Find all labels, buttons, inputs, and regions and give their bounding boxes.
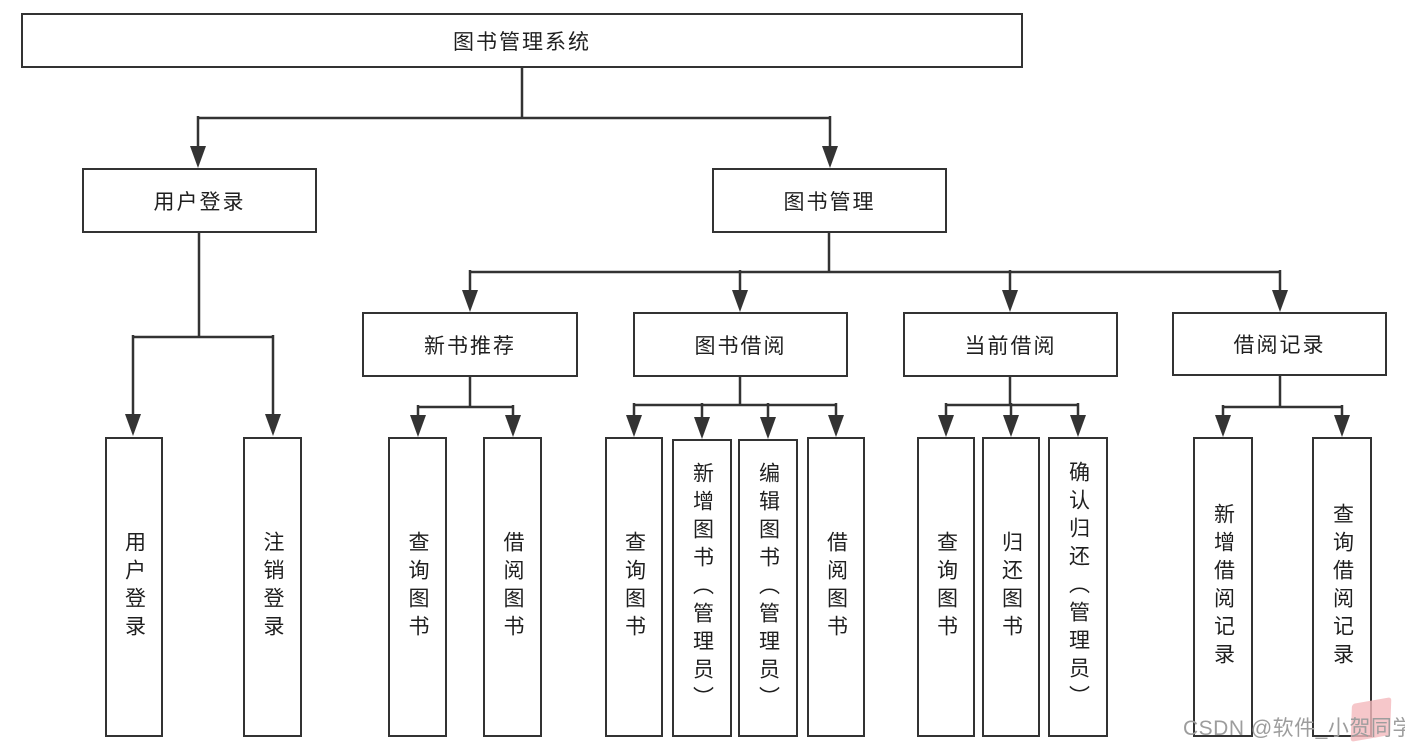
leaf-nbr-query-book: 查询图书 (388, 437, 447, 737)
leaf-bb-query-book: 查询图书 (605, 437, 663, 737)
node-borrow-records: 借阅记录 (1172, 312, 1387, 376)
leaf-bb-borrow-book: 借阅图书 (807, 437, 865, 737)
node-root-system: 图书管理系统 (21, 13, 1023, 68)
leaf-logout: 注销登录 (243, 437, 302, 737)
node-current-borrow: 当前借阅 (903, 312, 1118, 377)
leaf-cb-return-book: 归还图书 (982, 437, 1040, 737)
leaf-cb-confirm-return: 确认归还（管理员） (1048, 437, 1108, 737)
leaf-bb-edit-book: 编辑图书（管理员） (738, 439, 798, 737)
leaf-br-query-record: 查询借阅记录 (1312, 437, 1372, 737)
node-user-login: 用户登录 (82, 168, 317, 233)
leaf-br-add-record: 新增借阅记录 (1193, 437, 1253, 737)
node-book-borrow: 图书借阅 (633, 312, 848, 377)
leaf-cb-query-book: 查询图书 (917, 437, 975, 737)
watermark-text: CSDN @软件_小贺同学 (1183, 717, 1405, 740)
node-new-book-recommend: 新书推荐 (362, 312, 578, 377)
leaf-user-login: 用户登录 (105, 437, 163, 737)
node-book-management: 图书管理 (712, 168, 947, 233)
leaf-bb-add-book: 新增图书（管理员） (672, 439, 732, 737)
leaf-nbr-borrow-book: 借阅图书 (483, 437, 542, 737)
